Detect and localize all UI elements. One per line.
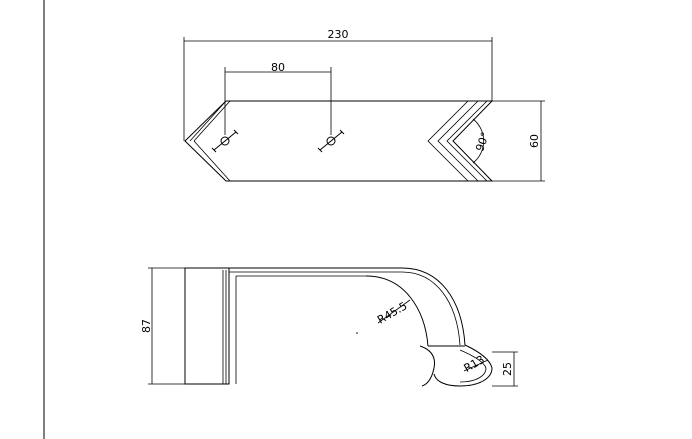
dimension-87: 87 xyxy=(140,267,185,385)
hook-inner-curve xyxy=(459,349,487,383)
right-chevron-inner-1 xyxy=(427,100,469,182)
dimension-60-label: 60 xyxy=(528,134,541,148)
dimension-60: 60 xyxy=(492,100,545,182)
inner-curve xyxy=(365,275,429,347)
vertical-block xyxy=(184,267,230,385)
left-point-inner-low xyxy=(193,140,231,182)
outer-curve xyxy=(401,267,466,346)
dimension-80: 80 xyxy=(224,61,332,135)
dimension-230: 230 xyxy=(183,28,493,141)
radius-r45-5-label: R45.5 xyxy=(375,299,409,326)
fastener-right xyxy=(317,129,345,153)
radius-r45-5: R45.5 xyxy=(375,299,411,327)
side-view: 87 R45.5 R13 25 xyxy=(140,267,518,387)
center-mark xyxy=(356,332,358,334)
dimension-25: 25 xyxy=(492,351,518,387)
dimension-230-label: 230 xyxy=(328,28,349,41)
hook-left-curve xyxy=(419,345,435,387)
right-chevron-inner-2 xyxy=(437,100,479,182)
left-point-edge xyxy=(189,100,227,142)
left-point-inner xyxy=(193,100,231,142)
fastener-left xyxy=(211,129,239,153)
dimension-87-label: 87 xyxy=(140,319,153,333)
right-chevron-inner-3 xyxy=(446,100,488,182)
dimension-25-label: 25 xyxy=(501,362,514,376)
angle-90-label: 90° xyxy=(473,130,492,153)
plate-outline xyxy=(184,100,494,182)
top-view: 230 80 60 90° xyxy=(183,28,545,182)
angle-90: 90° xyxy=(472,118,492,164)
hook-right-curve xyxy=(433,344,493,387)
outer-curve-2 xyxy=(401,271,461,346)
dimension-80-label: 80 xyxy=(271,61,285,74)
